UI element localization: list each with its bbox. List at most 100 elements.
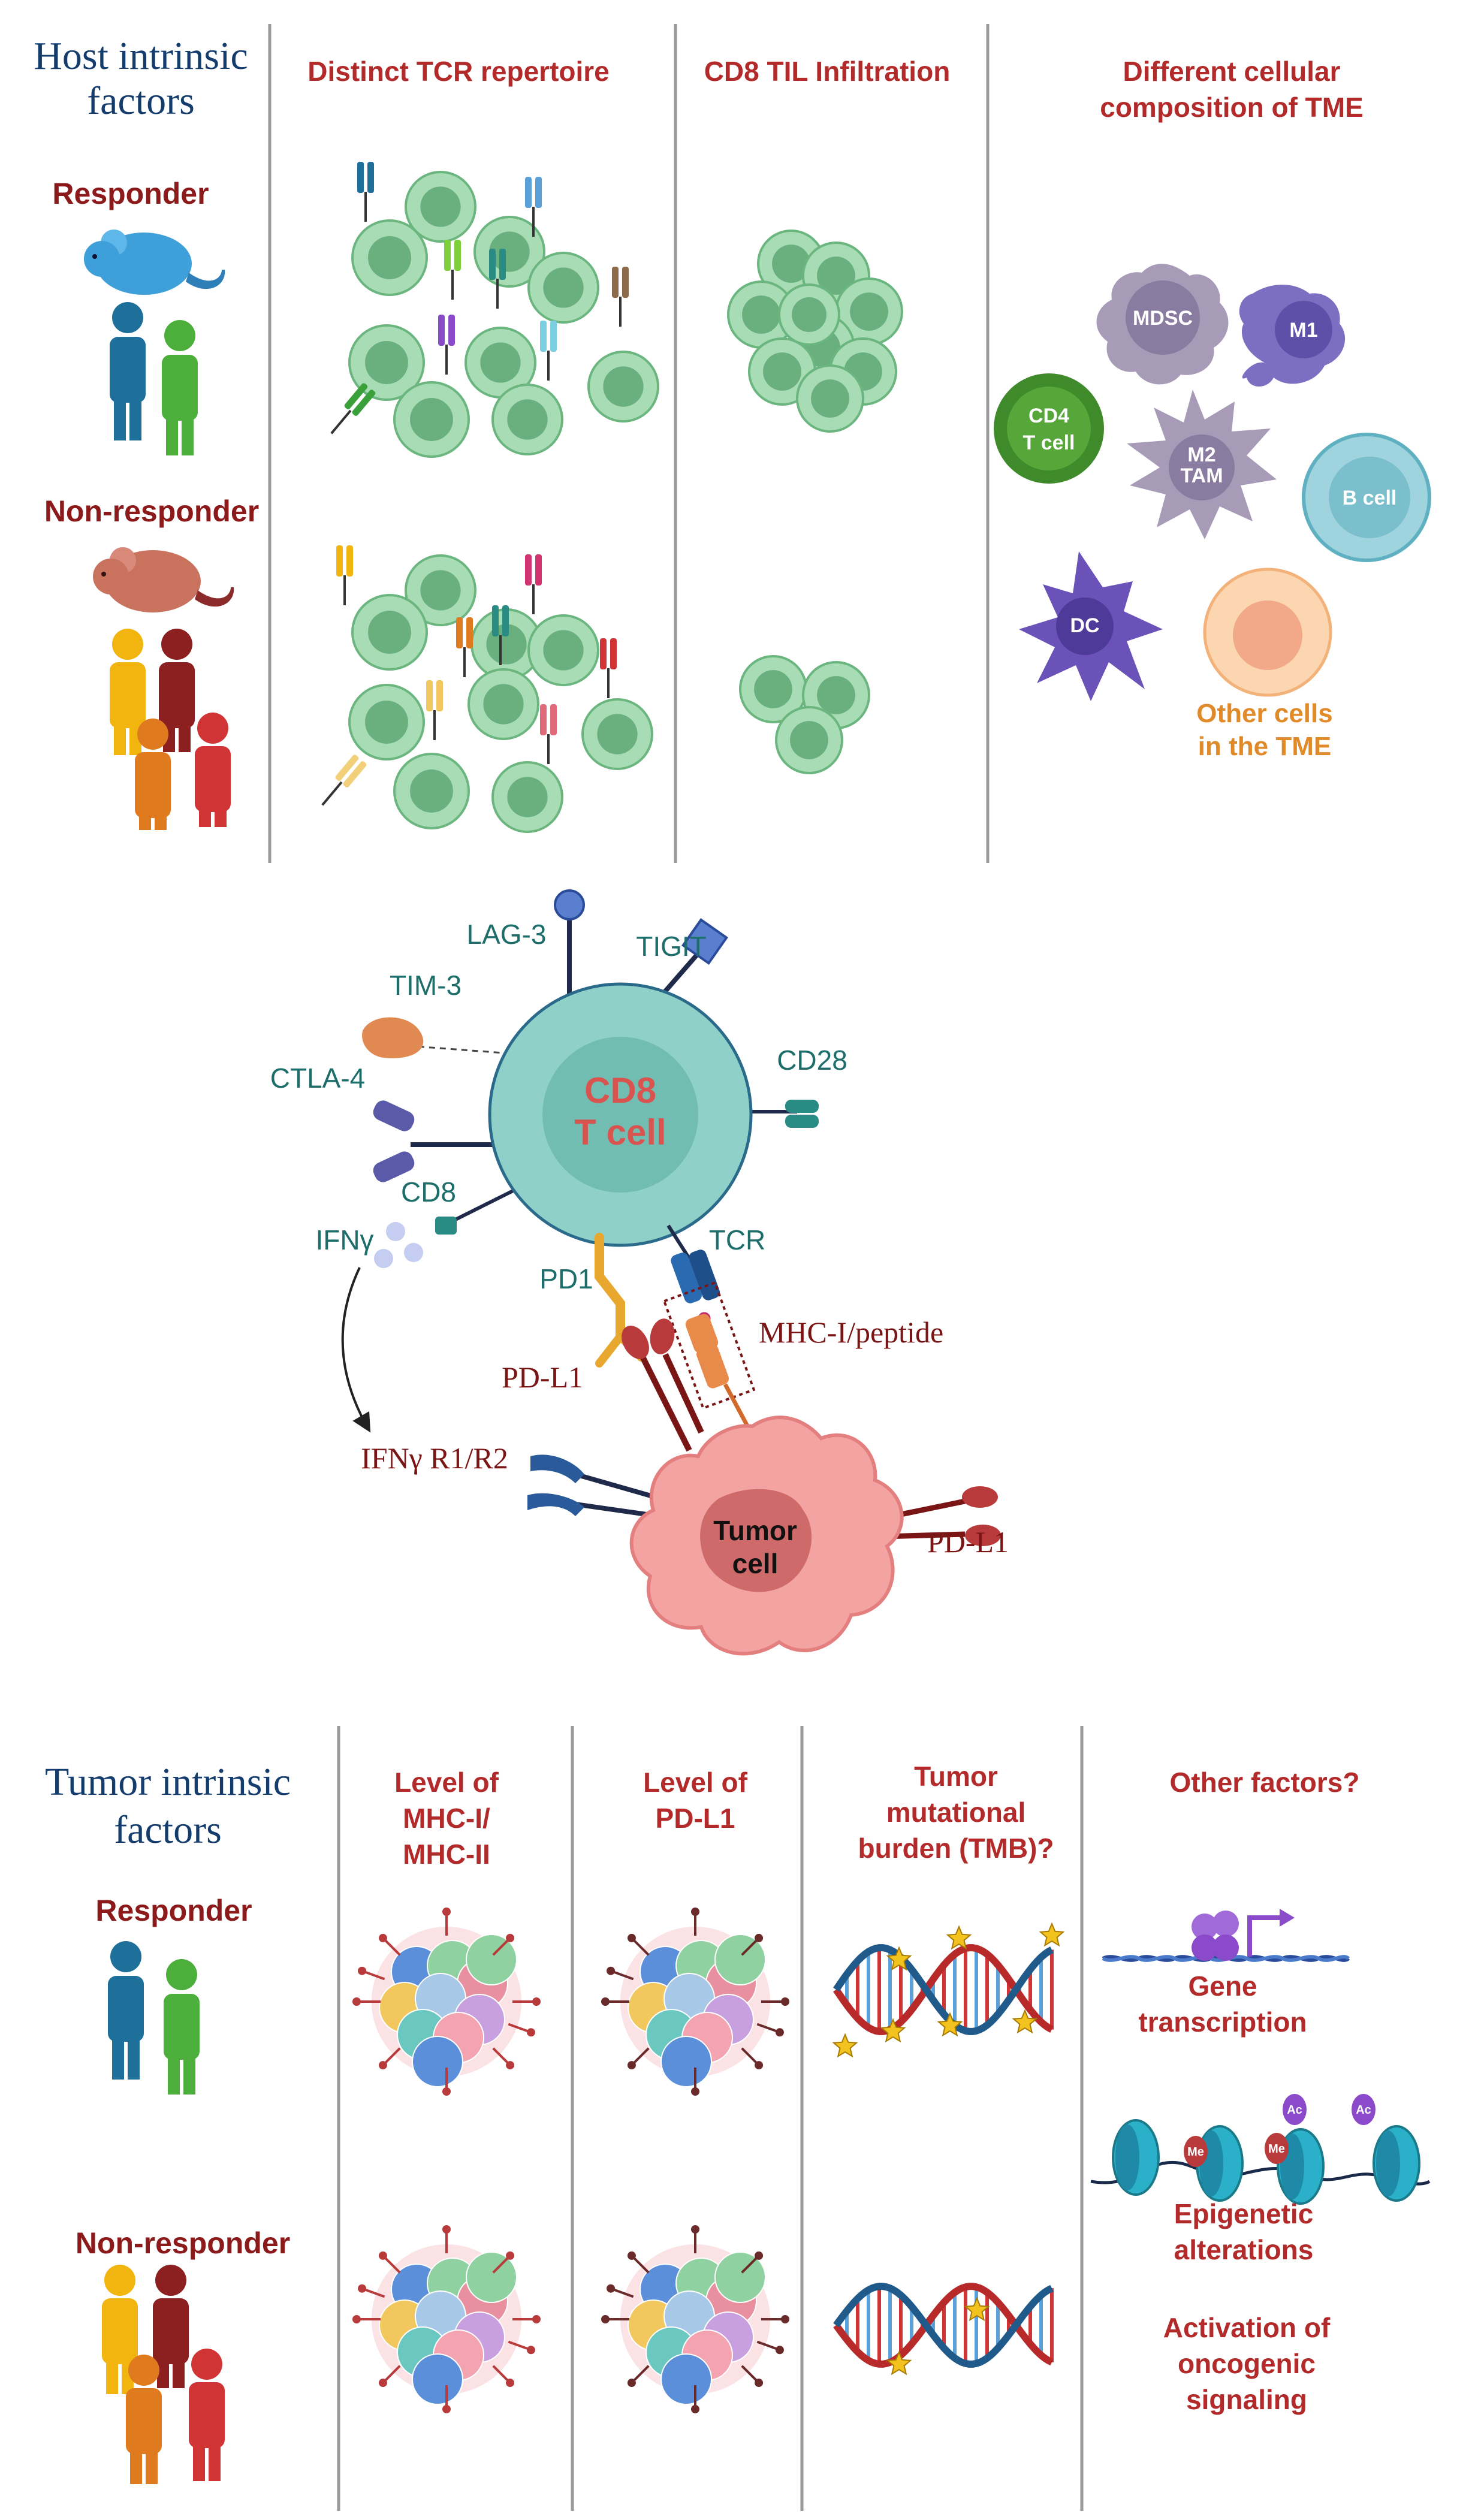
tcell [467, 668, 539, 740]
tumor-intrinsic-section: Tumor intrinsic factors Responder Non-re… [45, 1726, 1431, 2511]
people-responder-icon [110, 302, 198, 455]
mhc-i-peptide [685, 1314, 752, 1430]
nucleosome-icon [1196, 2125, 1244, 2202]
cd8-tumor-interaction: CD8 T cell [270, 889, 1009, 1656]
col-pdl1-line1: Level of [643, 1767, 748, 1798]
lag3-receptor [554, 889, 585, 921]
tumor-cluster [601, 1908, 789, 2096]
tcell [739, 655, 807, 723]
mdsc-cell: MDSC [1096, 264, 1229, 385]
col-tmb-line2: mutational [886, 1797, 1026, 1828]
tcr-receptor [336, 545, 353, 605]
pdl1-right-label: PD-L1 [927, 1525, 1009, 1559]
tcr-receptor [600, 638, 617, 698]
m1-cell: M1 [1239, 285, 1346, 387]
ctla4-arm-lower [373, 1151, 415, 1182]
mutation-star-icon [946, 1925, 972, 1950]
ifng-arrow [341, 1267, 371, 1433]
epi-label-line1: Epigenetic [1174, 2198, 1314, 2229]
tumor-cluster [601, 2225, 789, 2413]
methyl-mark: Me [1265, 2133, 1289, 2164]
mouse-responder-icon [84, 230, 225, 295]
acetyl-mark: Ac [1283, 2094, 1307, 2125]
mutation-star-icon [1012, 2009, 1038, 2034]
tumor-clusters [352, 1908, 789, 2413]
col-tmb-line3: burden (TMB)? [858, 1833, 1054, 1864]
nucleosome-icon [1373, 2125, 1420, 2202]
tcr-receptor [438, 315, 455, 375]
tumor-people-responder-icon [108, 1941, 200, 2095]
tcr-receptor [330, 383, 376, 434]
mhc-label: MHC-I/peptide [759, 1315, 943, 1349]
host-title-line2: factors [87, 79, 195, 123]
tumor-title-line1: Tumor intrinsic [45, 1760, 291, 1804]
tcell [351, 594, 428, 671]
pd1-receptor [595, 1233, 625, 1341]
tcr-non-responder-cells [321, 545, 653, 833]
tcr-receptor [612, 267, 629, 327]
cd4-label-line2: T cell [1023, 431, 1075, 454]
dc-cell: DC [1019, 551, 1163, 701]
cd4-tcell: CD4 T cell [994, 373, 1104, 484]
dna-helix-non-responder [833, 2283, 1054, 2376]
tcell [491, 384, 563, 455]
cd8-cell-label-line1: CD8 [584, 1070, 656, 1110]
tigit-label: TIGIT [636, 931, 707, 962]
people-non-responder-icon [110, 629, 231, 830]
pdl1-left-receptor [622, 1318, 704, 1452]
mutation-star-icon [964, 2296, 990, 2322]
tcr-receptor [489, 249, 506, 309]
tumor-people-non-responder-icon [102, 2265, 225, 2484]
ifng-label: IFNγ [315, 1224, 373, 1256]
mutation-star-icon [880, 2018, 906, 2043]
ctla4-label: CTLA-4 [270, 1063, 365, 1094]
cd28-label: CD28 [777, 1045, 847, 1076]
tumor-title-line2: factors [114, 1808, 222, 1852]
mdsc-label: MDSC [1133, 307, 1193, 330]
ctla4-arm-upper [373, 1100, 415, 1131]
tcell [393, 381, 470, 458]
onco-label-line1: Activation of [1163, 2312, 1331, 2343]
epi-label-line2: alterations [1174, 2234, 1314, 2265]
other-cells-line2: in the TME [1198, 732, 1331, 761]
onco-label-line2: oncogenic [1178, 2348, 1316, 2379]
tcr-receptor [525, 554, 542, 614]
tcell [775, 706, 843, 774]
methyl-mark: Me [1184, 2136, 1208, 2167]
ac-label: Ac [1287, 2103, 1302, 2117]
dc-label: DC [1070, 614, 1099, 637]
tumor-non-responder-label: Non-responder [76, 2226, 290, 2260]
mouse-non-responder-icon [93, 547, 234, 612]
tcr-receptor [357, 162, 374, 222]
col-pdl1-line2: PD-L1 [656, 1803, 735, 1834]
til-non-responder-cells [739, 655, 870, 774]
pd1-label: PD1 [539, 1263, 593, 1294]
col-mhc-line2: MHC-I/ [403, 1803, 490, 1834]
tumor-label-line2: cell [732, 1548, 779, 1579]
other-cells-line1: Other cells [1196, 699, 1332, 728]
tcr-receptor [426, 680, 443, 740]
ifng-particle [386, 1222, 405, 1241]
tcell [778, 283, 840, 346]
tcell [348, 324, 425, 401]
cd28-receptor [785, 1100, 819, 1113]
tcr-receptor [444, 240, 461, 300]
tcr-receptor [456, 617, 473, 677]
col-til-header: CD8 TIL Infiltration [704, 56, 951, 87]
lag3-label: LAG-3 [467, 919, 547, 950]
col-tme-header-line2: composition of TME [1100, 92, 1364, 123]
tcell [393, 753, 470, 829]
dna-strand [833, 2283, 1054, 2368]
col-mhc-line3: MHC-II [403, 1839, 490, 1870]
tcell [348, 684, 425, 760]
tumor-label-line1: Tumor [713, 1515, 797, 1546]
m2-label-line1: M2 [1187, 443, 1215, 466]
ac-label: Ac [1356, 2103, 1371, 2117]
col-other-header: Other factors? [1170, 1767, 1360, 1798]
tcr-label: TCR [709, 1224, 766, 1256]
ifngr-label: IFNγ R1/R2 [361, 1441, 508, 1475]
tcell [587, 351, 659, 422]
tcr-receptor [321, 755, 367, 806]
tcell [835, 277, 903, 346]
